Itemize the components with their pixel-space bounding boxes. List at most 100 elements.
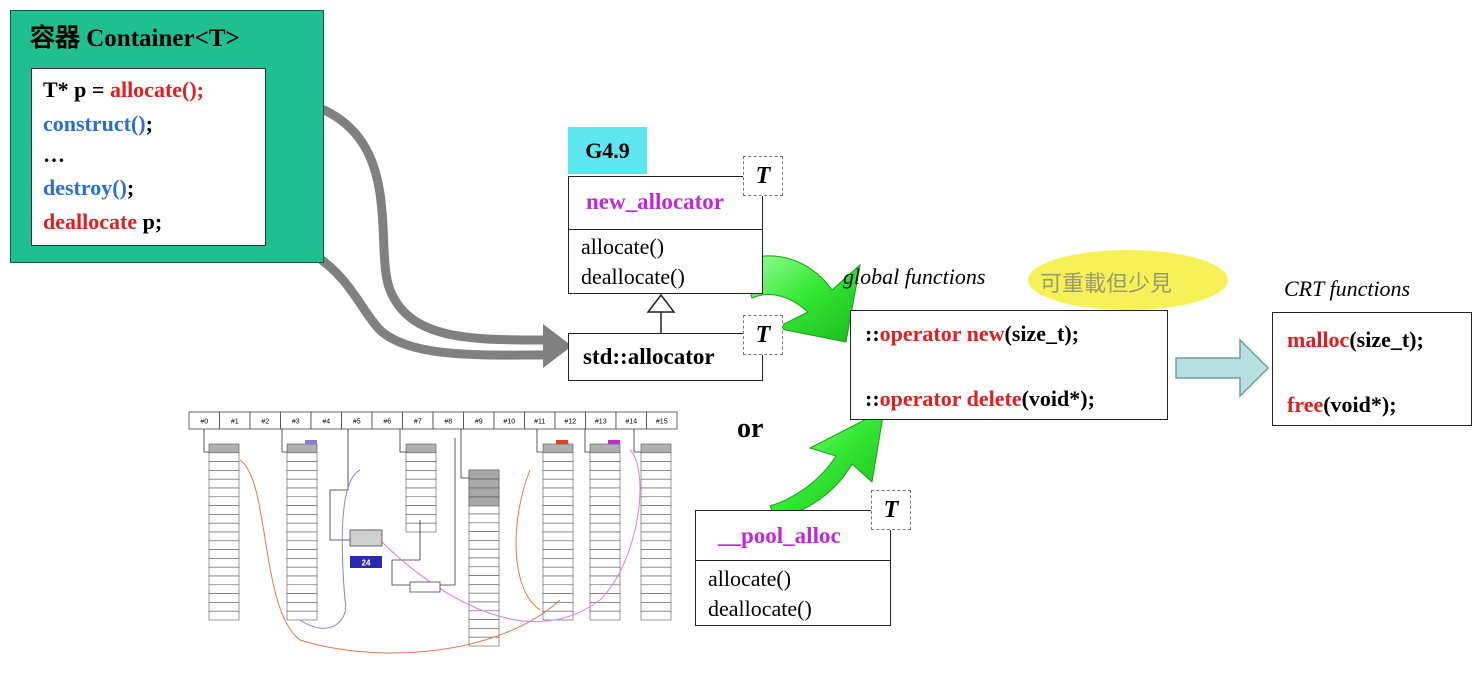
pool-alloc-method-deallocate: deallocate() — [708, 596, 812, 621]
memory-chunk — [640, 540, 672, 550]
code-line-deallocate: deallocate p; — [43, 209, 162, 235]
free-list-slot-label: #8 — [444, 419, 452, 426]
memory-chunk — [208, 549, 240, 559]
memory-chunk — [405, 487, 437, 498]
memory-chunk — [542, 443, 574, 454]
memory-chunk-used — [468, 469, 500, 480]
link-curve — [515, 469, 541, 611]
memory-chunk — [286, 575, 318, 586]
memory-chunk — [542, 558, 574, 568]
memory-chunk — [405, 452, 437, 462]
memory-chunk — [640, 575, 672, 586]
malloc-name: malloc — [1287, 327, 1350, 352]
memory-chunk — [468, 504, 500, 515]
memory-chunk — [208, 540, 240, 550]
pointer-line — [460, 429, 469, 479]
memory-chunk — [640, 470, 672, 480]
memory-chunk — [286, 470, 318, 480]
memory-chunk — [286, 610, 318, 621]
memory-chunk — [208, 478, 240, 489]
memory-chunk — [640, 593, 672, 603]
slot-tag — [608, 440, 620, 444]
memory-chunk — [208, 531, 240, 542]
version-badge: G4.9 — [568, 127, 647, 174]
memory-chunk — [640, 452, 672, 462]
memory-chunk — [542, 593, 574, 603]
memory-chunk — [468, 566, 500, 576]
memory-chunk — [542, 514, 574, 524]
memory-chunk — [589, 496, 621, 506]
memory-chunk — [208, 505, 240, 515]
memory-chunk — [542, 487, 574, 498]
memory-chunk — [542, 496, 574, 506]
operator-new-name: operator new — [879, 321, 1005, 346]
pointer-line — [329, 429, 352, 541]
memory-chunk — [468, 513, 500, 524]
memory-chunk — [468, 522, 500, 532]
free-line: free(void*); — [1287, 392, 1397, 418]
memory-chunk — [589, 549, 621, 559]
memory-chunk — [542, 531, 574, 542]
memory-chunk — [468, 531, 500, 541]
free-list-slot-label: #5 — [353, 419, 361, 426]
memory-chunk — [208, 584, 240, 594]
code-text: T* p = — [43, 77, 110, 102]
memory-chunk — [542, 540, 574, 550]
slot-tag — [305, 440, 317, 444]
memory-chunk — [542, 610, 574, 621]
slot-tag — [556, 440, 568, 444]
memory-chunk — [589, 610, 621, 621]
pool-alloc-name: __pool_alloc — [718, 523, 841, 548]
memory-chunk — [208, 575, 240, 586]
new-allocator-class: new_allocator allocate() deallocate() — [568, 176, 763, 294]
memory-chunk — [286, 540, 318, 550]
free-name: free — [1287, 392, 1324, 417]
memory-chunk — [286, 602, 318, 612]
code-line-destroy: destroy(); — [43, 175, 134, 201]
memory-chunk — [286, 549, 318, 559]
memory-chunk — [208, 470, 240, 480]
code-text: p; — [137, 209, 163, 234]
free-list-slot-label: #11 — [534, 419, 545, 426]
template-param-box: T — [871, 490, 911, 530]
memory-chunk — [589, 566, 621, 577]
code-line-ellipsis: … — [43, 142, 65, 168]
free-list-slot-label: #2 — [261, 419, 269, 426]
pointer-line — [399, 429, 406, 453]
free-list-slot-label: #1 — [231, 419, 239, 426]
free-list-slot-label: #9 — [475, 419, 483, 426]
memory-chunk — [286, 522, 318, 533]
memory-chunk — [208, 452, 240, 462]
pointer-line — [281, 429, 287, 453]
memory-chunk — [208, 593, 240, 603]
memory-chunk — [589, 531, 621, 542]
template-param-box: T — [743, 156, 783, 196]
code-text: ; — [145, 111, 153, 136]
memory-chunk — [589, 522, 621, 533]
memory-chunk — [286, 593, 318, 603]
new-allocator-method-allocate: allocate() — [581, 234, 665, 259]
memory-chunk-used — [468, 487, 500, 498]
free-list-slot-label: #7 — [414, 419, 422, 426]
memory-chunk — [640, 496, 672, 506]
operator-delete-signature: (void*); — [1021, 386, 1095, 411]
memory-chunk — [640, 558, 672, 568]
memory-chunk — [589, 452, 621, 462]
memory-chunk — [405, 461, 437, 471]
memory-chunk — [589, 514, 621, 524]
deallocate-call: deallocate — [43, 209, 138, 234]
inheritance-triangle — [646, 293, 676, 313]
memory-chunk — [589, 540, 621, 550]
memory-chunk — [640, 461, 672, 471]
memory-chunk — [468, 540, 500, 550]
green-arrow-top — [741, 255, 861, 343]
memory-chunk — [589, 443, 621, 454]
memory-chunk — [468, 575, 500, 585]
memory-chunk — [286, 505, 318, 515]
memory-chunk — [542, 522, 574, 533]
memory-chunk — [286, 531, 318, 542]
memory-chunk — [405, 522, 437, 533]
memory-chunk — [589, 584, 621, 594]
memory-chunk — [589, 487, 621, 498]
